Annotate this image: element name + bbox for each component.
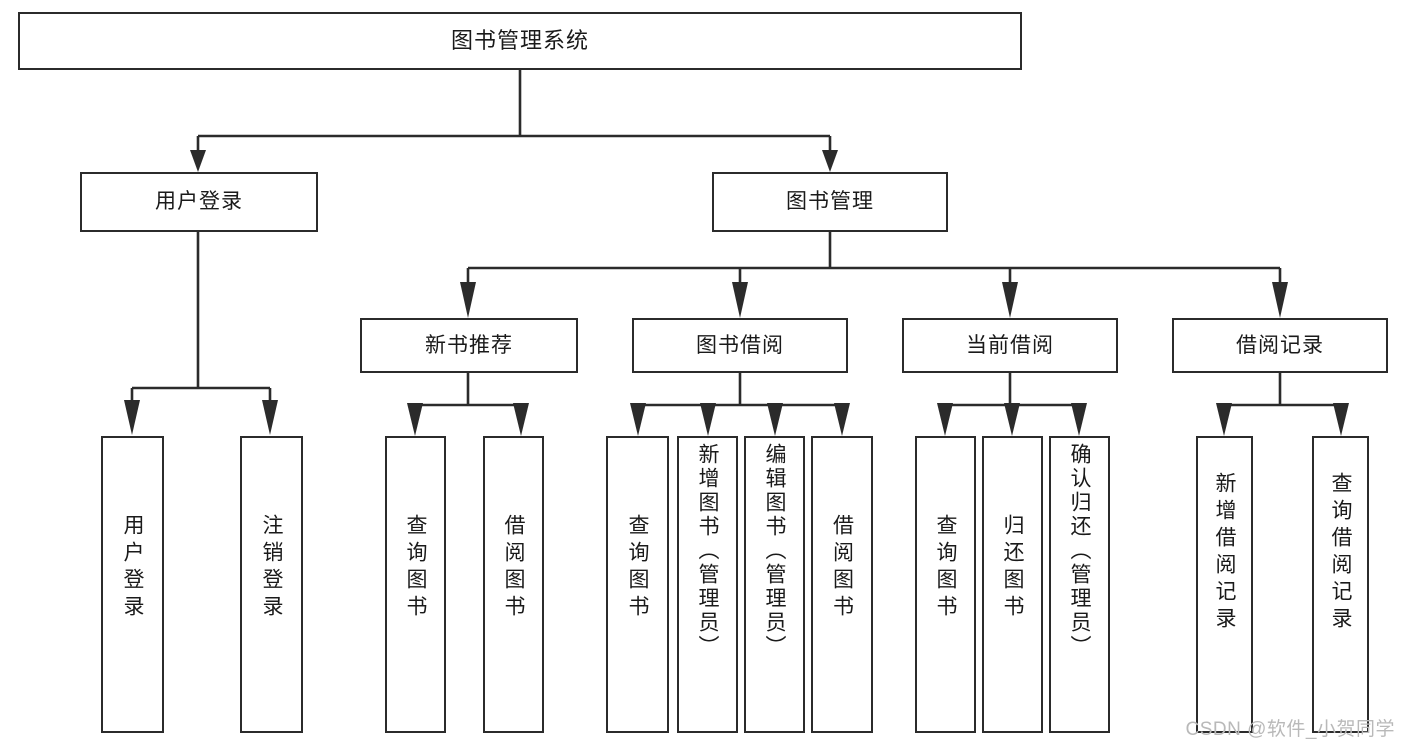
node-book-manage-label: 图书管理 (786, 190, 874, 214)
node-new-book-recommend[interactable]: 新书推荐 (360, 318, 578, 373)
arrow-user-login (190, 150, 206, 172)
arrow-book-manage (822, 150, 838, 172)
node-root-label: 图书管理系统 (450, 27, 589, 53)
node-leaf-query-book-1-label: 查询图书 (404, 514, 427, 622)
node-leaf-return-book-label: 归还图书 (1001, 514, 1024, 622)
arrow-leaf-add-book (700, 403, 716, 436)
node-book-borrow[interactable]: 图书借阅 (632, 318, 848, 373)
arrow-leaf-query-record (1333, 403, 1349, 436)
node-leaf-query-book-2-label: 查询图书 (626, 514, 649, 622)
node-leaf-user-logout[interactable]: 注销登录 (240, 436, 303, 733)
arrow-leaf-borrow-book-2 (834, 403, 850, 436)
node-book-borrow-label: 图书借阅 (696, 333, 784, 357)
node-book-manage[interactable]: 图书管理 (712, 172, 948, 232)
node-root[interactable]: 图书管理系统 (18, 12, 1022, 70)
arrow-leaf-query-book-3 (937, 403, 953, 436)
node-leaf-query-book-2[interactable]: 查询图书 (606, 436, 669, 733)
node-leaf-borrow-book-1-label: 借阅图书 (502, 514, 525, 622)
node-leaf-user-logout-label: 注销登录 (260, 514, 283, 622)
arrow-leaf-edit-book (767, 403, 783, 436)
arrow-book-borrow (732, 282, 748, 318)
node-current-borrow[interactable]: 当前借阅 (902, 318, 1118, 373)
node-user-login[interactable]: 用户登录 (80, 172, 318, 232)
node-leaf-query-record-label: 查询借阅记录 (1329, 472, 1352, 634)
node-current-borrow-label: 当前借阅 (966, 333, 1054, 357)
watermark-text: CSDN @软件_小贺同学 (1185, 719, 1395, 740)
arrow-current-borrow (1002, 282, 1018, 318)
node-leaf-confirm-return-label: 确认归还（管理员） (1068, 443, 1091, 659)
arrow-leaf-user-logout (262, 400, 278, 435)
node-leaf-return-book[interactable]: 归还图书 (982, 436, 1043, 733)
arrow-leaf-query-book-1 (407, 403, 423, 436)
node-borrow-record-label: 借阅记录 (1236, 333, 1324, 357)
node-leaf-user-login[interactable]: 用户登录 (101, 436, 164, 733)
node-leaf-query-book-3-label: 查询图书 (934, 514, 957, 622)
node-user-login-label: 用户登录 (155, 190, 243, 214)
node-leaf-edit-book[interactable]: 编辑图书（管理员） (744, 436, 805, 733)
node-leaf-borrow-book-2-label: 借阅图书 (830, 514, 854, 622)
node-leaf-query-book-1[interactable]: 查询图书 (385, 436, 446, 733)
arrow-leaf-query-book-2 (630, 403, 646, 436)
node-leaf-edit-book-label: 编辑图书（管理员） (763, 443, 786, 659)
node-leaf-query-book-3[interactable]: 查询图书 (915, 436, 976, 733)
node-borrow-record[interactable]: 借阅记录 (1172, 318, 1388, 373)
node-leaf-confirm-return[interactable]: 确认归还（管理员） (1049, 436, 1110, 733)
node-leaf-query-record[interactable]: 查询借阅记录 (1312, 436, 1369, 733)
arrow-leaf-user-login (124, 400, 140, 435)
node-leaf-add-book-label: 新增图书（管理员） (696, 443, 719, 659)
node-leaf-add-record-label: 新增借阅记录 (1213, 472, 1236, 634)
node-leaf-borrow-book-2[interactable]: 借阅图书 (811, 436, 873, 733)
node-leaf-borrow-book-1[interactable]: 借阅图书 (483, 436, 544, 733)
node-new-book-recommend-label: 新书推荐 (425, 333, 513, 357)
arrow-borrow-record (1272, 282, 1288, 318)
arrow-leaf-return-book (1004, 403, 1020, 436)
node-leaf-add-record[interactable]: 新增借阅记录 (1196, 436, 1253, 733)
arrow-new-book (460, 282, 476, 318)
arrow-leaf-borrow-book-1 (513, 403, 529, 436)
arrow-leaf-add-record (1216, 403, 1232, 436)
arrow-leaf-confirm-return (1071, 403, 1087, 436)
node-leaf-user-login-label: 用户登录 (121, 514, 144, 622)
node-leaf-add-book[interactable]: 新增图书（管理员） (677, 436, 738, 733)
